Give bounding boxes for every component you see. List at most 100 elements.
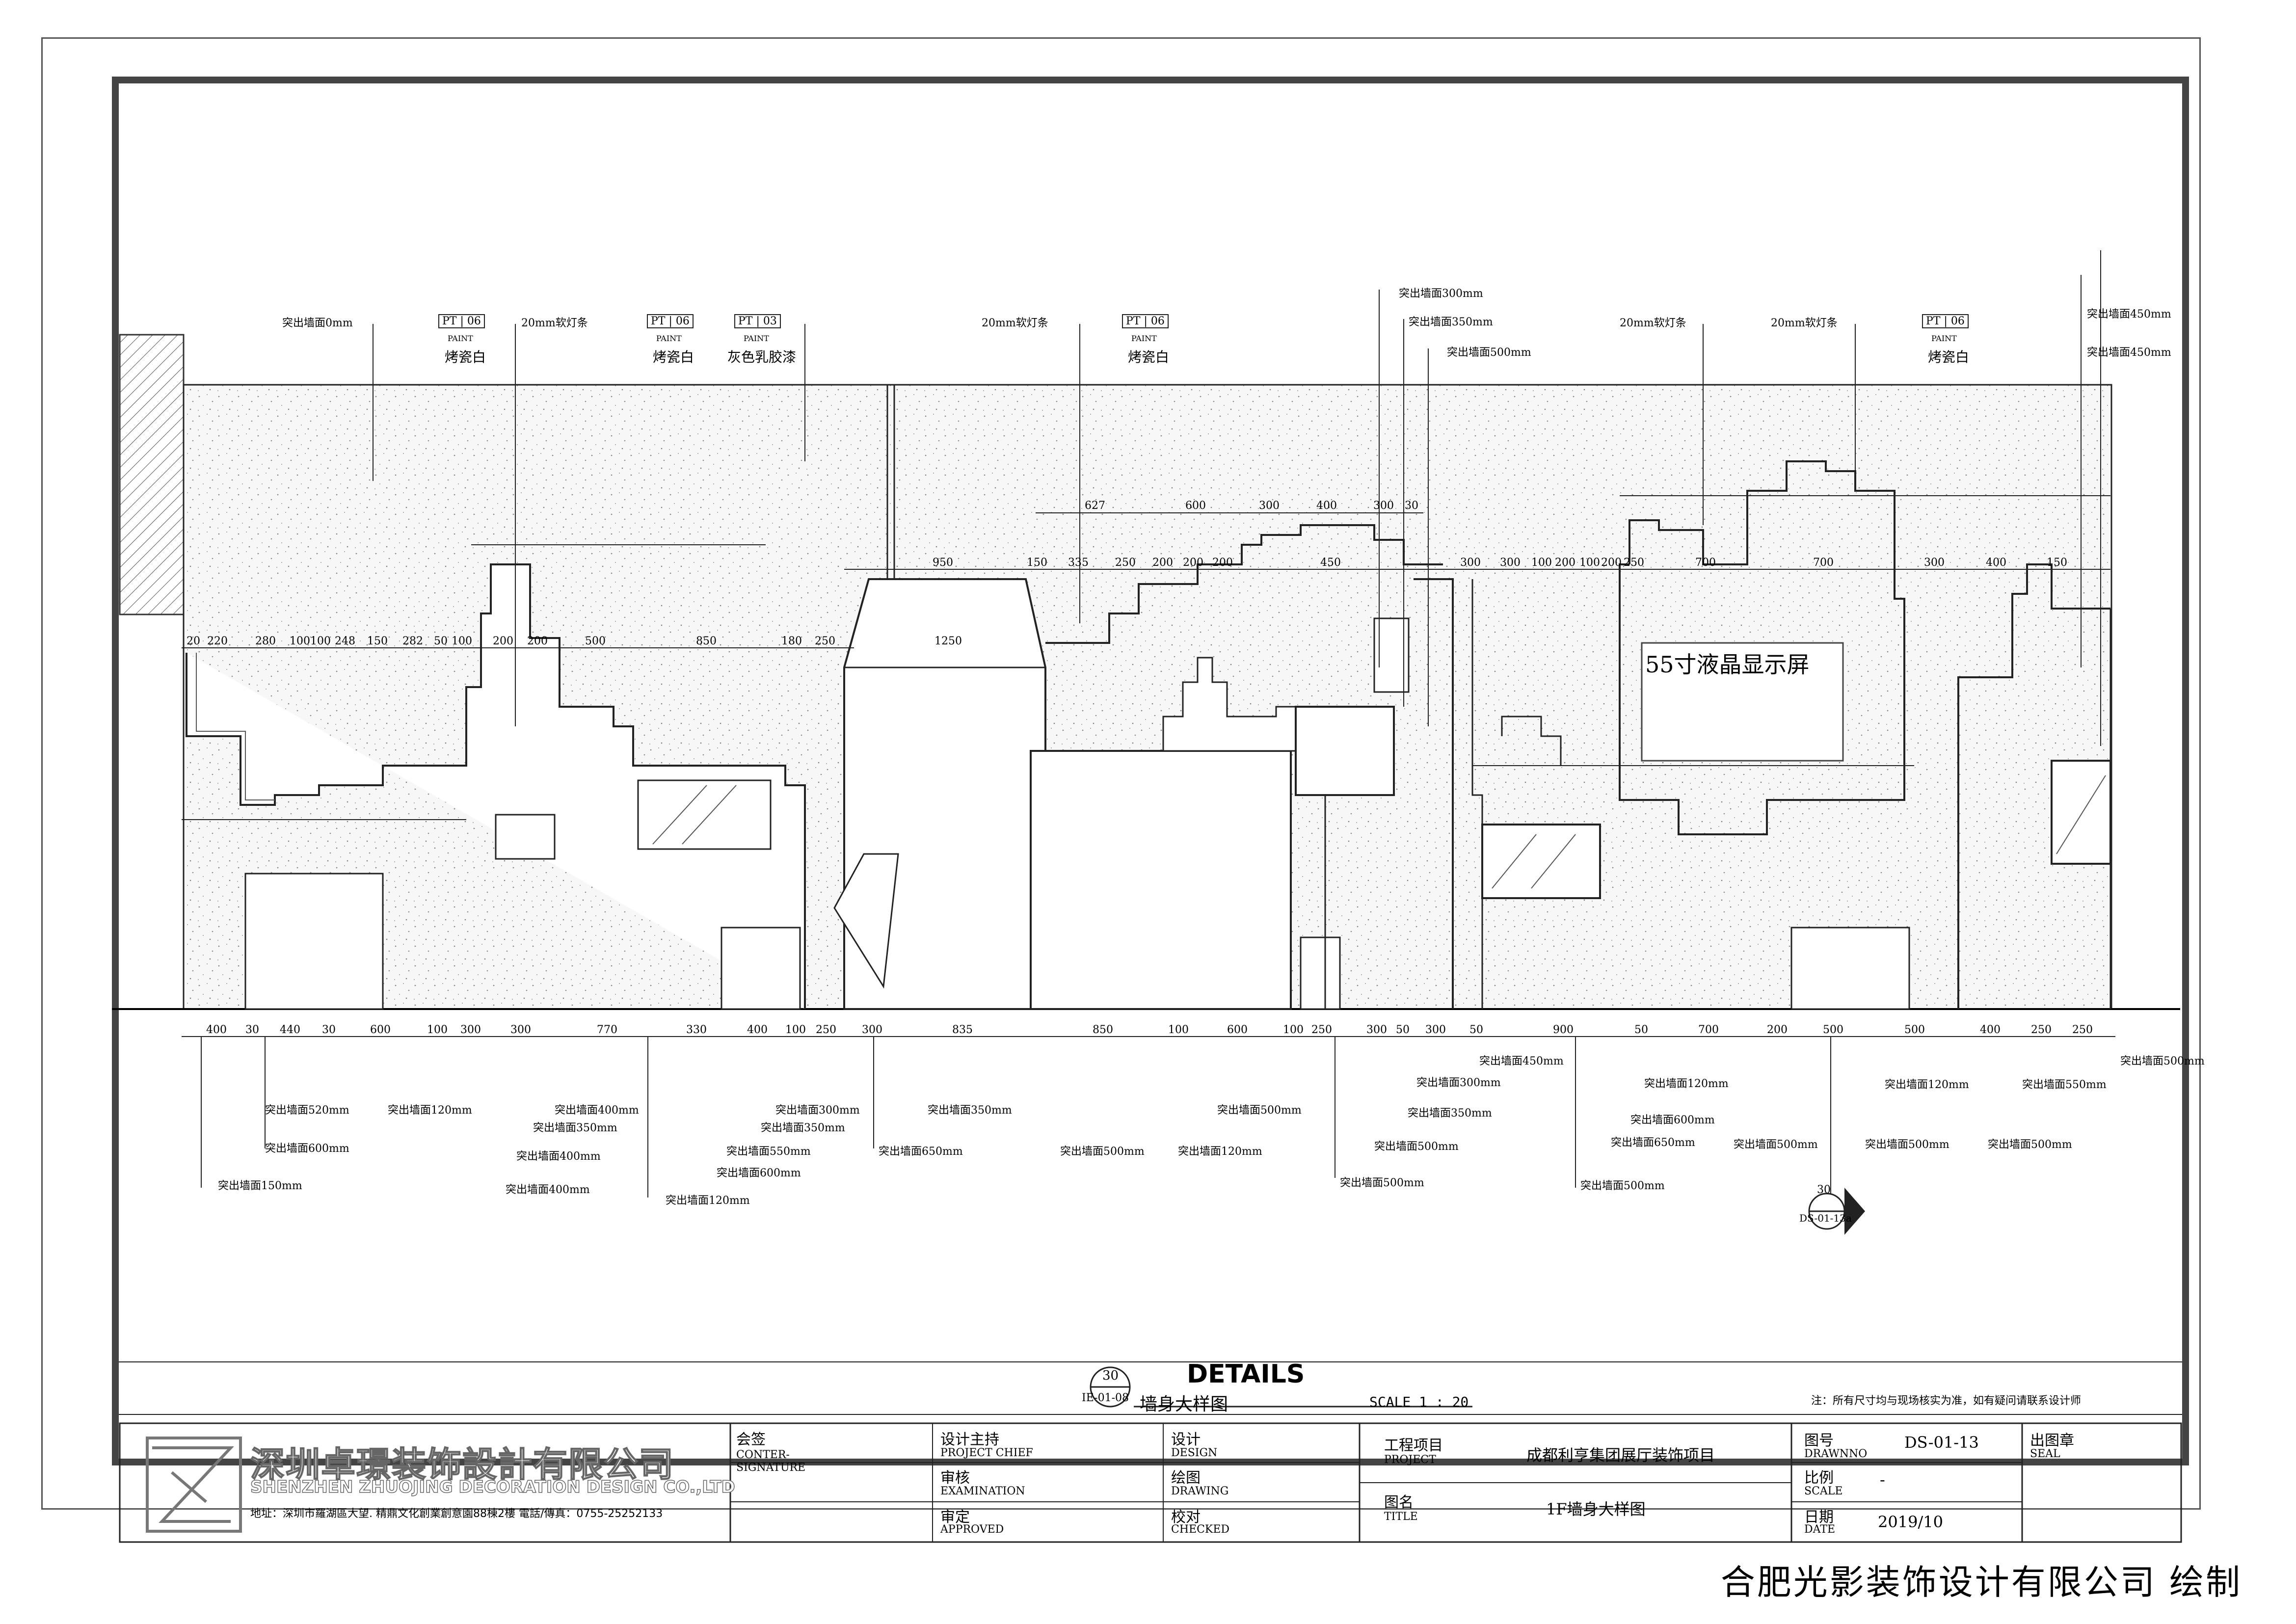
drawing-label: 绘图	[1171, 1469, 1201, 1487]
dim-label: 300	[1924, 557, 1945, 569]
company-name-en: SHENZHEN ZHUOJING DECORATION DESIGN CO.,…	[250, 1477, 735, 1497]
dim-label: 150	[1027, 557, 1047, 569]
dim-label: 330	[686, 1024, 707, 1036]
dim-label: 950	[933, 557, 953, 569]
company-address: 地址：深圳市羅湖區大望. 精鼎文化創業創意園88棟2樓 電話/傳真：0755-2…	[250, 1508, 663, 1520]
sheet-scale: SCALE 1 : 20	[1369, 1394, 1469, 1410]
callout-label: 突出墙面450mm	[1479, 1055, 1564, 1067]
detail-ref-num: 30	[1102, 1368, 1119, 1383]
sheet-note: 注：所有尺寸均与现场核实为准，如有疑问请联系设计师	[1811, 1395, 2082, 1407]
dim-label: 250	[2031, 1024, 2052, 1036]
callout-label: 突出墙面500mm	[1734, 1139, 1818, 1151]
glass-panel-2	[1481, 824, 1601, 899]
dim-label: 500	[1904, 1024, 1925, 1036]
dim-label: 440	[280, 1024, 300, 1036]
dim-label: 180	[781, 635, 802, 647]
cosign-label: 会签	[736, 1431, 766, 1448]
callout-label: 突出墙面500mm	[1060, 1145, 1145, 1158]
dim-label: 30	[245, 1024, 259, 1036]
callout-label: 突出墙面400mm	[516, 1150, 601, 1163]
label-wall-0mm: 突出墙面0mm	[282, 317, 353, 329]
title-label: 图名	[1384, 1494, 1414, 1511]
callout-label: 突出墙面400mm	[555, 1104, 639, 1117]
dim-label: 500	[585, 635, 606, 647]
label-wall-450mm: 突出墙面450mm	[2087, 308, 2171, 320]
callout-label: 突出墙面500mm	[1988, 1139, 2072, 1151]
detail-ref-sheet: IE-01-08	[1082, 1392, 1129, 1404]
dim-label: 100	[1579, 557, 1600, 569]
callout-label: 突出墙面550mm	[726, 1145, 811, 1158]
sheet-name: 墙身大样图	[1140, 1394, 1228, 1414]
dim-label: 248	[335, 635, 355, 647]
column-hatch	[119, 334, 185, 615]
dim-label: 200	[1183, 557, 1203, 569]
title-label-en: TITLE	[1384, 1511, 1418, 1523]
dim-label: 282	[402, 635, 423, 647]
seal-label: 出图章	[2030, 1432, 2074, 1449]
dim-label: 200	[493, 635, 513, 647]
dim-label: 250	[1624, 557, 1644, 569]
callout-label: 突出墙面650mm	[879, 1145, 963, 1158]
label-led-strip: 20mm软灯条	[521, 317, 588, 329]
callout-label: 突出墙面500mm	[1374, 1141, 1459, 1153]
material-tag-sub: PAINT	[744, 334, 769, 343]
exam-label: 审核	[940, 1469, 970, 1487]
dim-label: 300	[1425, 1024, 1446, 1036]
callout-label: 突出墙面520mm	[265, 1104, 349, 1117]
drawno-label: 图号	[1804, 1432, 1834, 1449]
material-tag-code: PT | 06	[1922, 314, 1969, 328]
dim-label: 300	[1259, 500, 1280, 512]
material-tag-name: 烤瓷白	[653, 349, 694, 365]
dim-label: 200	[1767, 1024, 1788, 1036]
project-value: 成都利亨集团展厅装饰项目	[1526, 1446, 1715, 1464]
company-name-cn: 深圳卓璟装饰設計有限公司	[250, 1444, 674, 1485]
dim-label: 600	[370, 1024, 391, 1036]
dim-label: 250	[1311, 1024, 1332, 1036]
date-value: 2019/10	[1878, 1513, 1943, 1531]
cosign-label-en: CONTER-	[736, 1449, 790, 1461]
callout-label: 突出墙面150mm	[218, 1180, 302, 1192]
dim-label: 200	[1601, 557, 1622, 569]
label-wall-350mm: 突出墙面350mm	[1409, 316, 1493, 328]
material-tag-sub: PAINT	[448, 334, 473, 343]
dim-label: 100	[1283, 1024, 1304, 1036]
dim-label: 200	[527, 635, 548, 647]
label-wall-300mm: 突出墙面300mm	[1399, 288, 1483, 300]
callout-label: 突出墙面350mm	[928, 1104, 1012, 1117]
callout-label: 突出墙面500mm	[2120, 1055, 2205, 1067]
callout-label: 突出墙面120mm	[666, 1195, 750, 1207]
dim-label: 900	[1553, 1024, 1574, 1036]
callout-label: 突出墙面350mm	[1408, 1107, 1492, 1119]
dim-label: 200	[1555, 557, 1575, 569]
dim-label: 300	[1366, 1024, 1387, 1036]
callout-label: 突出墙面300mm	[1416, 1077, 1501, 1089]
checked-label: 校对	[1171, 1509, 1201, 1526]
drawing-label-en: DRAWING	[1171, 1485, 1229, 1497]
dim-label: 400	[206, 1024, 227, 1036]
material-tag-name: 烤瓷白	[1928, 349, 1970, 365]
scale-label-en: SCALE	[1804, 1485, 1843, 1497]
dim-label: 400	[1316, 500, 1337, 512]
material-tag-sub: PAINT	[1131, 334, 1157, 343]
scale-label: 比例	[1804, 1469, 1834, 1487]
dim-label: 100	[310, 635, 331, 647]
dim-label: 220	[207, 635, 228, 647]
seal-label-en: SEAL	[2030, 1448, 2060, 1460]
dim-label: 700	[1813, 557, 1834, 569]
callout-label: 突出墙面500mm	[1865, 1139, 1949, 1151]
drawno-label-en: DRAWNNO	[1804, 1448, 1868, 1460]
callout-label: 突出墙面120mm	[1644, 1078, 1729, 1090]
dim-label: 100	[785, 1024, 806, 1036]
cosign-label-en: SIGNATURE	[736, 1462, 806, 1474]
scale-value: -	[1880, 1470, 1885, 1489]
dim-label: 335	[1068, 557, 1089, 569]
dim-label: 500	[1823, 1024, 1843, 1036]
material-tag-name: 灰色乳胶漆	[727, 349, 797, 365]
dim-label: 20	[187, 635, 200, 647]
dim-label: 150	[2047, 557, 2067, 569]
material-tag-code: PT | 03	[734, 314, 781, 328]
dim-label: 300	[510, 1024, 531, 1036]
material-tag-code: PT | 06	[1122, 314, 1169, 328]
dim-label: 400	[1986, 557, 2006, 569]
